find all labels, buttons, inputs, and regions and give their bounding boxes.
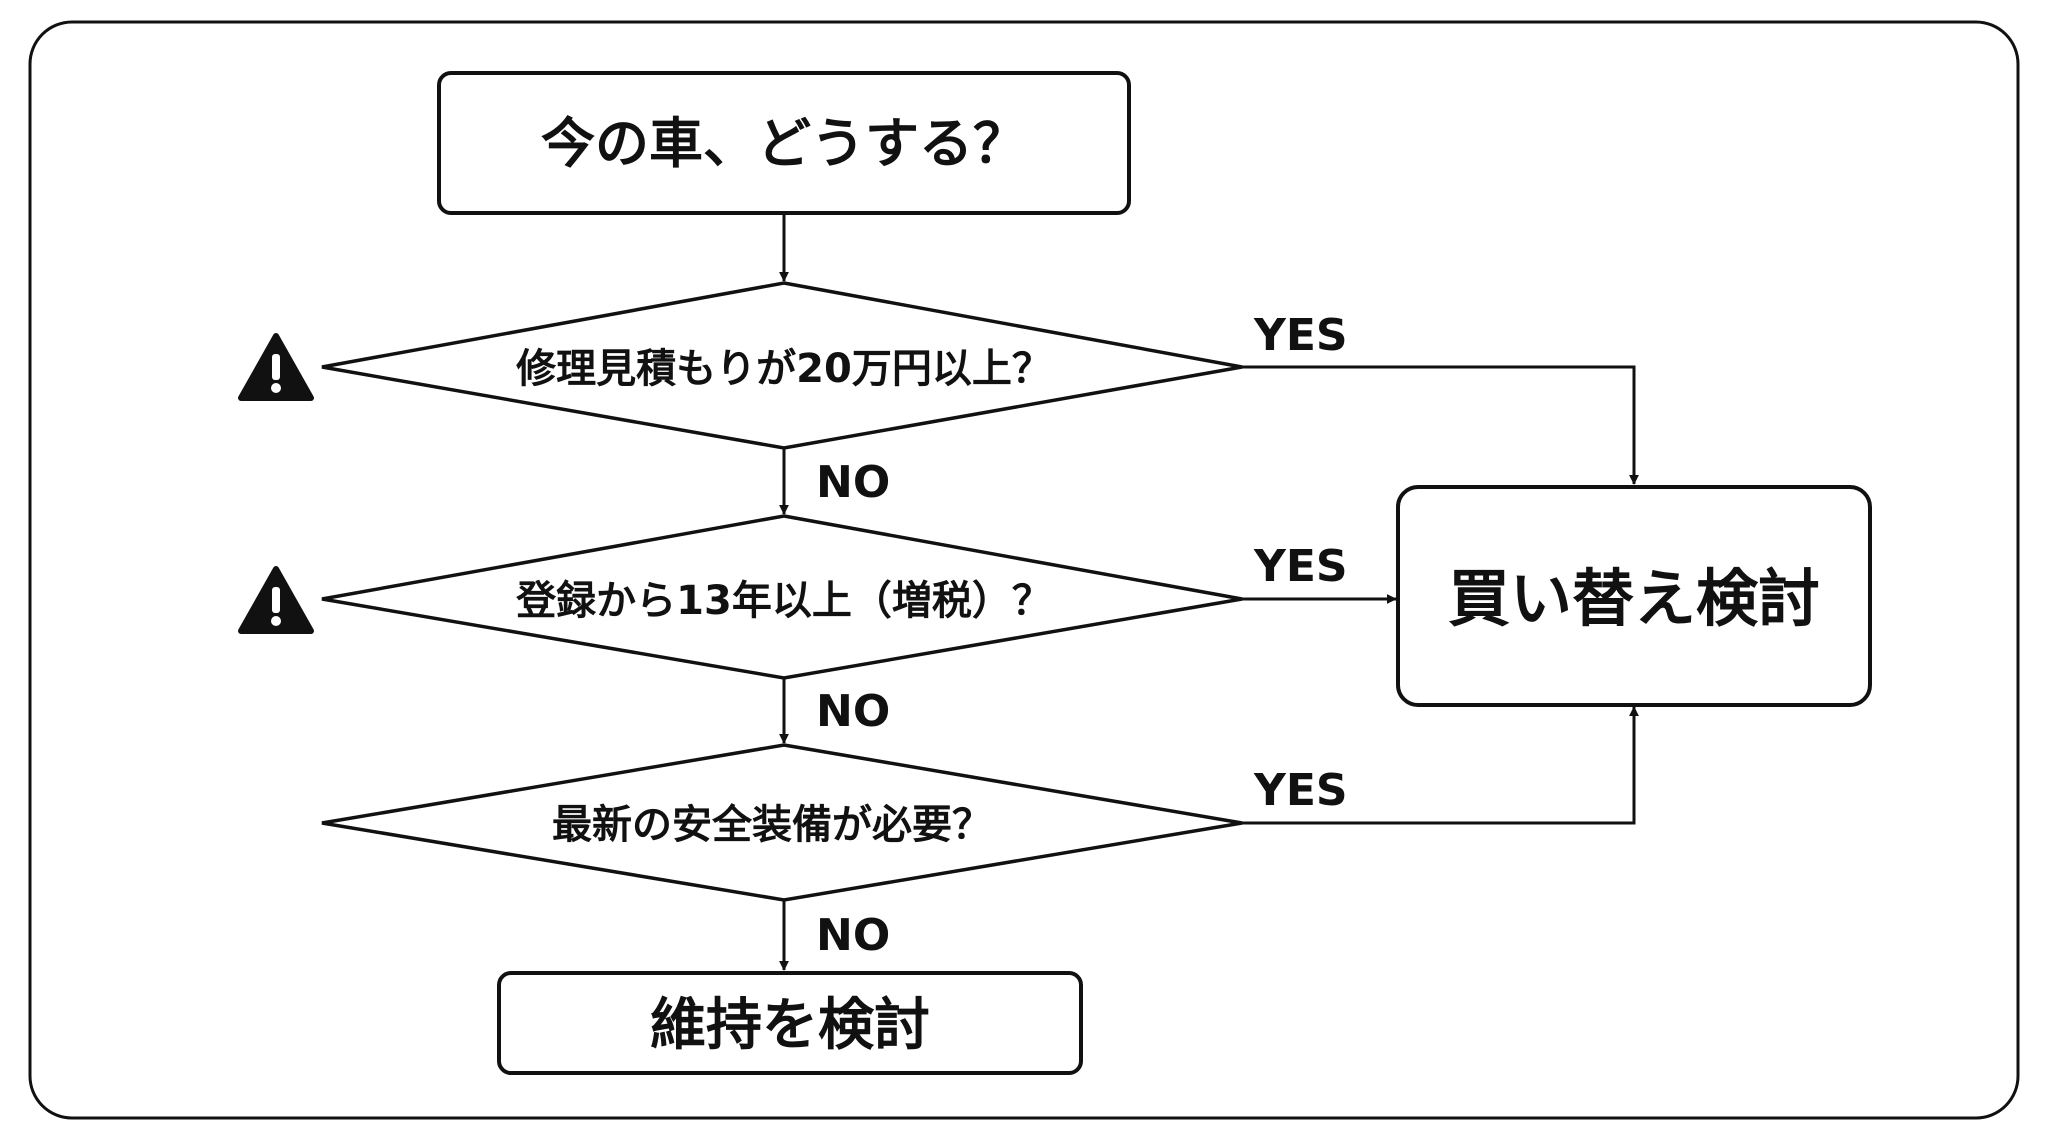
- edge-q1-yes: [1242, 365, 1639, 485]
- yes-label-2: YES: [1253, 541, 1348, 592]
- outcome-replace-label: 買い替え検討: [1448, 562, 1820, 635]
- edge-q3-yes: [1242, 706, 1639, 825]
- decision-2-label: 登録から13年以上（増税）？: [515, 578, 1052, 624]
- no-label-3: NO: [816, 910, 890, 961]
- no-label-1: NO: [816, 457, 890, 508]
- start-node: 今の車、どうする？: [437, 71, 1131, 215]
- decision-1-label: 修理見積もりが20万円以上？: [516, 346, 1052, 392]
- outcome-replace: 買い替え検討: [1396, 485, 1872, 707]
- outcome-keep-label: 維持を検討: [650, 993, 930, 1058]
- no-label-2: NO: [816, 686, 890, 737]
- yes-label-1: YES: [1253, 310, 1348, 361]
- decision-3-label: 最新の安全装備が必要？: [552, 802, 992, 848]
- start-label: 今の車、どうする？: [541, 112, 1027, 175]
- decision-2: 登録から13年以上（増税）？: [321, 514, 1243, 680]
- warning-icon: [238, 333, 314, 401]
- yes-label-3: YES: [1253, 765, 1348, 816]
- outcome-keep: 維持を検討: [497, 971, 1083, 1075]
- warning-icon: [238, 566, 314, 634]
